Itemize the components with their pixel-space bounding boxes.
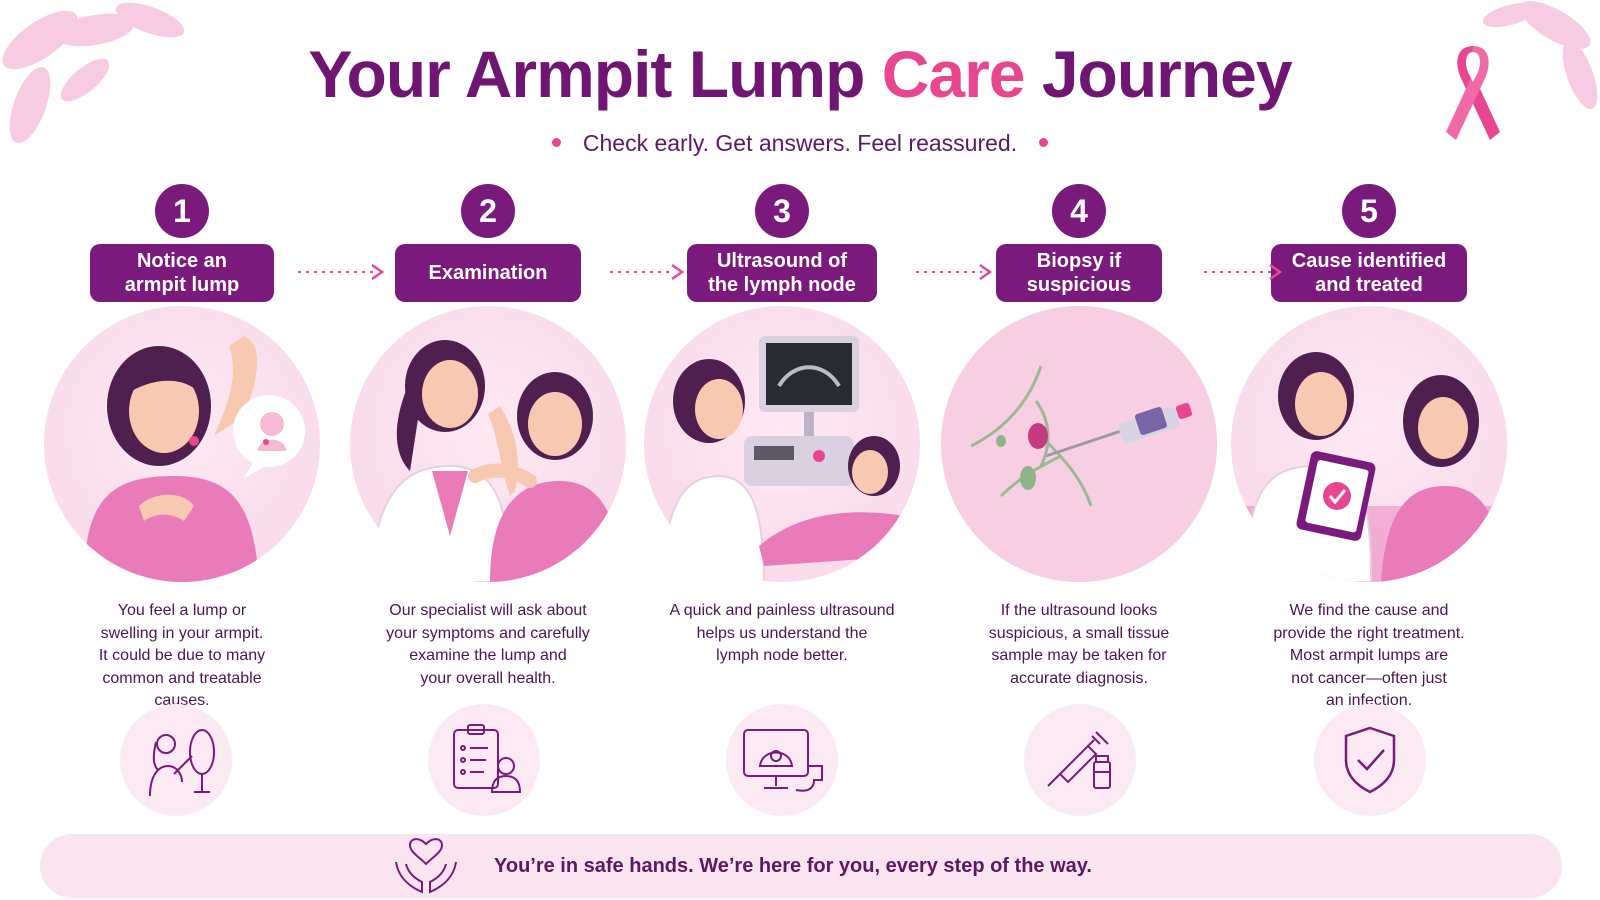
desc-line: suspicious, a small tissue bbox=[988, 624, 1170, 642]
desc-line: your overall health. bbox=[420, 669, 556, 687]
label-line: Examination bbox=[428, 262, 548, 284]
label-line: Biopsy if bbox=[1036, 250, 1122, 272]
desc-line: helps us understand the bbox=[696, 624, 868, 642]
awareness-ribbon-icon bbox=[1446, 46, 1500, 140]
step-number: 1 bbox=[155, 184, 209, 238]
page-subtitle: Check early. Get answers. Feel reassured… bbox=[0, 130, 1600, 157]
desc-line: lymph node better. bbox=[716, 647, 848, 664]
step-number: 4 bbox=[1052, 184, 1106, 238]
title-part-2: Journey bbox=[1024, 37, 1293, 111]
desc-line: A quick and painless ultrasound bbox=[669, 602, 895, 619]
label-line: suspicious bbox=[1026, 274, 1132, 296]
heart-hands-icon bbox=[395, 838, 457, 894]
step-description: If the ultrasound looks suspicious, a sm… bbox=[934, 600, 1224, 690]
desc-line: Our specialist will ask about bbox=[389, 602, 587, 619]
page-title: Your Armpit Lump Care Journey bbox=[0, 36, 1600, 112]
ultrasound-monitor-icon bbox=[726, 704, 838, 816]
desc-line: We find the cause and bbox=[1289, 602, 1449, 619]
dotted-arrow-icon bbox=[298, 263, 385, 281]
step-description: You feel a lump or swelling in your armp… bbox=[37, 600, 327, 713]
desc-line: It could be due to many bbox=[98, 647, 266, 664]
label-line: armpit lump bbox=[124, 274, 240, 296]
desc-line: an infection. bbox=[1325, 692, 1413, 709]
desc-line: If the ultrasound looks bbox=[1000, 602, 1158, 619]
step-label: Examination bbox=[395, 244, 581, 302]
step-2: 2 Examination Our specialist will ask ab… bbox=[343, 184, 633, 690]
desc-line: common and treatable bbox=[102, 669, 262, 687]
woman-mirror-icon bbox=[120, 704, 232, 816]
desc-line: You feel a lump or bbox=[117, 602, 247, 619]
label-line: Cause identified bbox=[1291, 250, 1447, 272]
step-number: 2 bbox=[461, 184, 515, 238]
step-description: A quick and painless ultrasound helps us… bbox=[637, 600, 927, 668]
syringe-vial-icon bbox=[1024, 704, 1136, 816]
label-line: the lymph node bbox=[708, 274, 856, 296]
desc-line: provide the right treatment. bbox=[1273, 624, 1465, 642]
footer-message: You’re in safe hands. We’re here for you… bbox=[494, 855, 1092, 877]
leaf-decoration-right bbox=[1482, 1, 1598, 110]
desc-line: sample may be taken for bbox=[991, 647, 1167, 664]
desc-line: examine the lump and bbox=[409, 647, 567, 664]
bullet-dot bbox=[1039, 138, 1049, 148]
desc-line: your symptoms and carefully bbox=[386, 624, 590, 642]
shield-check-icon bbox=[1314, 704, 1426, 816]
step-number: 3 bbox=[755, 184, 809, 238]
label-line: and treated bbox=[1315, 274, 1423, 296]
desc-line: accurate diagnosis. bbox=[1010, 669, 1148, 687]
label-line: Notice an bbox=[136, 250, 227, 272]
bullet-dot bbox=[551, 138, 561, 148]
ultrasound-scan-illustration bbox=[644, 306, 920, 582]
desc-line: not cancer—often just bbox=[1291, 669, 1447, 687]
woman-self-exam-illustration bbox=[44, 306, 320, 582]
subtitle-text: Check early. Get answers. Feel reassured… bbox=[582, 130, 1018, 156]
label-line: Ultrasound of bbox=[716, 250, 847, 272]
doctor-examination-illustration bbox=[350, 306, 626, 582]
lymph-node-biopsy-illustration bbox=[941, 306, 1217, 582]
dotted-arrow-icon bbox=[1204, 263, 1283, 281]
desc-line: swelling in your armpit. bbox=[100, 624, 264, 642]
desc-line: Most armpit lumps are bbox=[1289, 647, 1449, 664]
dotted-arrow-icon bbox=[916, 263, 993, 281]
doctor-consultation-illustration bbox=[1231, 306, 1507, 582]
step-number: 5 bbox=[1342, 184, 1396, 238]
dotted-arrow-icon bbox=[610, 263, 685, 281]
step-description: Our specialist will ask about your sympt… bbox=[343, 600, 633, 690]
title-accent: Care bbox=[881, 37, 1026, 111]
footer-banner: You’re in safe hands. We’re here for you… bbox=[40, 834, 1562, 898]
title-part-1: Your Armpit Lump bbox=[308, 37, 882, 111]
leaf-decoration-left bbox=[2, 2, 185, 143]
clipboard-doctor-icon bbox=[428, 704, 540, 816]
step-description: We find the cause and provide the right … bbox=[1224, 600, 1514, 713]
